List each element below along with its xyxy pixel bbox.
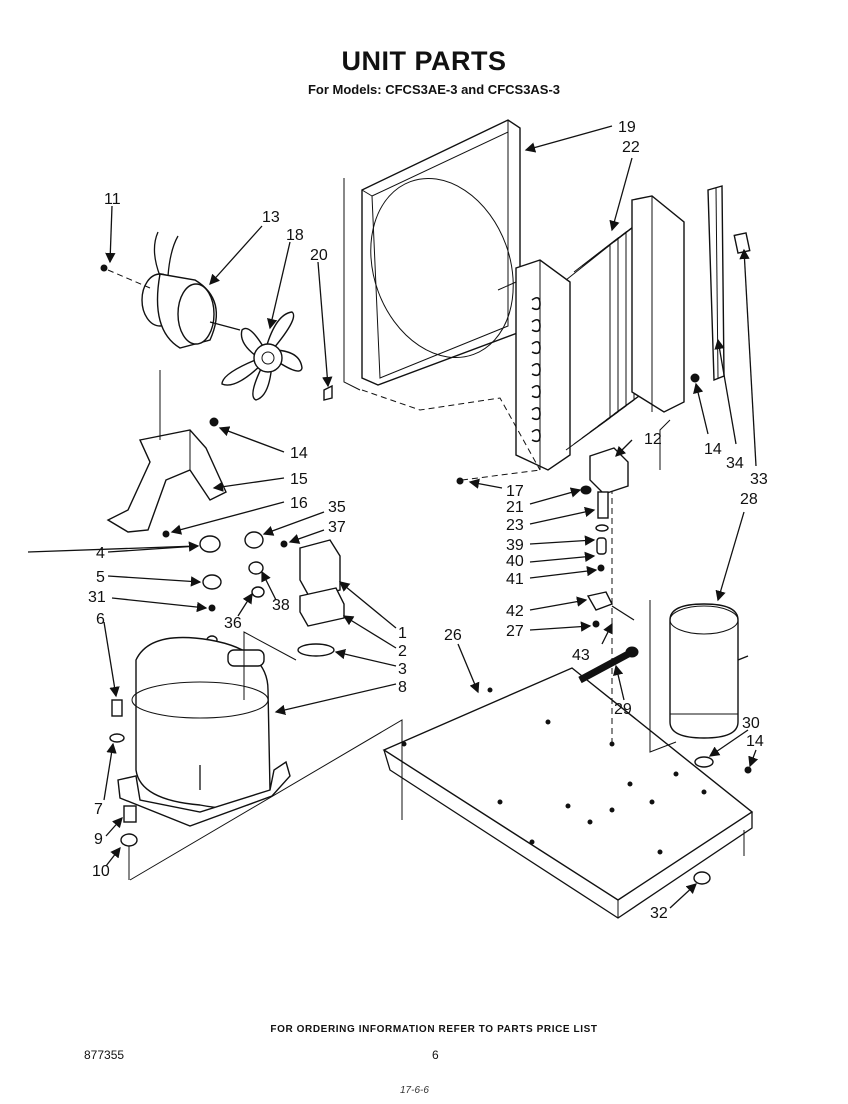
accumulator [669,603,752,774]
callout-5: 5 [96,569,105,586]
page-title: UNIT PARTS [341,46,507,76]
callout-7: 7 [94,801,103,818]
callout-35: 35 [328,499,346,516]
callout-42: 42 [506,603,524,620]
page-number: 6 [432,1048,439,1062]
document-number: 877355 [84,1048,125,1062]
callout-11: 11 [104,191,121,208]
callout-6: 6 [96,611,105,628]
callout-39: 39 [506,537,524,554]
coil-assembly [361,195,685,471]
callout-27: 27 [506,623,524,640]
fan-motor [100,231,241,349]
callout-43: 43 [572,647,590,664]
callout-1: 1 [398,625,407,642]
motor-mount [106,370,227,538]
callout-20: 20 [310,247,328,264]
callout-28: 28 [740,491,758,508]
callout-19: 19 [618,119,636,136]
shroud-frame [343,119,521,391]
side-bracket [690,185,751,383]
compressor [117,636,291,827]
callout-33: 33 [750,471,768,488]
callout-14-b: 14 [704,441,722,458]
callout-29: 29 [614,701,632,718]
model-subtitle: For Models: CFCS3AE-3 and CFCS3AS-3 [307,82,561,97]
callout-14-a: 14 [290,445,308,462]
callout-22: 22 [622,139,640,156]
callout-23: 23 [506,517,524,534]
mounting-hardware [199,535,222,645]
callout-31: 31 [88,589,106,606]
callout-10: 10 [92,863,110,880]
callout-9: 9 [94,831,103,848]
callout-2: 2 [398,643,407,660]
callout-17: 17 [506,483,524,500]
fan-blade [221,311,303,401]
callout-32: 32 [650,905,668,922]
callout-numbers: 11 13 18 20 19 22 14 15 16 35 37 4 5 31 … [88,119,768,922]
callout-13: 13 [262,209,280,226]
callout-4: 4 [96,545,105,562]
clip [323,384,333,401]
callout-36: 36 [224,615,242,632]
callout-12: 12 [644,431,662,448]
callout-26: 26 [444,627,462,644]
callout-38: 38 [272,597,290,614]
callout-15: 15 [290,471,308,488]
callout-18: 18 [286,227,304,244]
base-pan [382,470,754,919]
callout-30: 30 [742,715,760,732]
callout-14-c: 14 [746,733,764,750]
reference-lines [129,419,745,881]
callout-16: 16 [290,495,308,512]
foot-hardware [109,699,138,880]
callout-40: 40 [506,553,524,570]
ordering-note: FOR ORDERING INFORMATION REFER TO PARTS … [270,1024,598,1035]
handwritten-note: 17-6-6 [400,1085,429,1096]
callout-21: 21 [506,499,524,516]
terminal-parts [244,531,345,657]
callout-8: 8 [398,679,407,696]
callout-3: 3 [398,661,407,678]
leader-lines [27,125,759,909]
callout-37: 37 [328,519,346,536]
valve-assembly [456,447,639,684]
callout-34: 34 [726,455,744,472]
callout-41: 41 [506,571,524,588]
